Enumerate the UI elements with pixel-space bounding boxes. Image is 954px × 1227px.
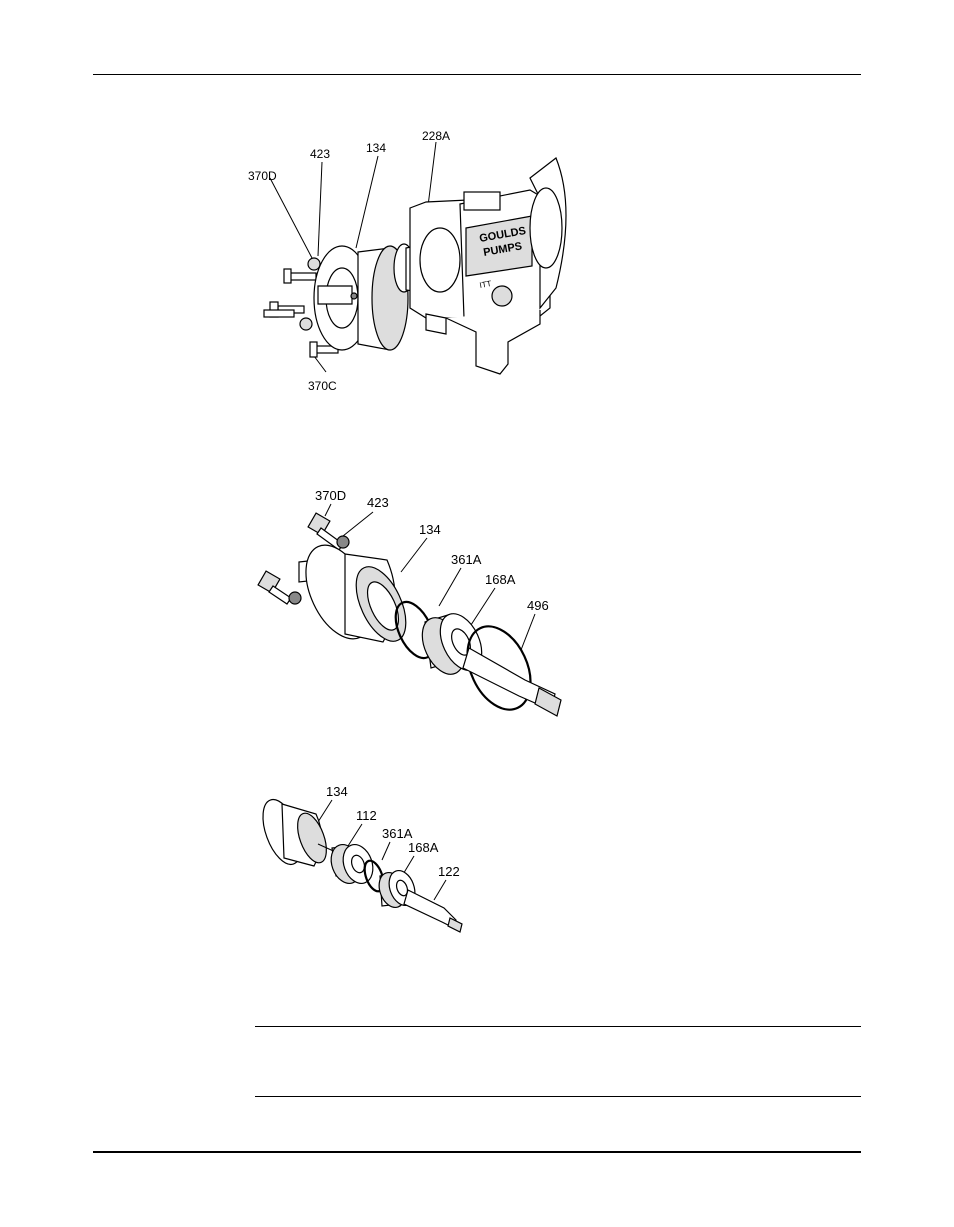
note-top-rule [255, 1026, 861, 1027]
figure-3-label-361A: 361A [382, 826, 413, 841]
figure-3-shaft-122 [404, 890, 462, 932]
figure-2-label-370D: 370D [315, 488, 346, 503]
figure-1-label-423: 423 [310, 147, 330, 161]
figure-2-label-168A: 168A [485, 572, 516, 587]
header-rule [93, 74, 861, 75]
figure-2-label-361A: 361A [451, 552, 482, 567]
figure-3-exploded-view: 134 112 361A 168A 122 [258, 780, 478, 940]
figure-1-label-134: 134 [366, 141, 386, 155]
figure-1-exploded-view: 370D 423 134 228A 370C GOULDS PUMPS IT [240, 118, 600, 403]
figure-2-label-496: 496 [527, 598, 549, 613]
figure-3-label-112: 112 [356, 808, 377, 823]
figure-1-label-370C: 370C [308, 379, 337, 393]
figure-1-bearing-frame-228A: GOULDS PUMPS ITT [410, 158, 566, 374]
figure-3-adapter-134 [258, 795, 332, 870]
note-bottom-rule [255, 1096, 861, 1097]
figure-2-label-423: 423 [367, 495, 389, 510]
figure-2-exploded-view: 370D 423 134 361A 168A 496 [255, 482, 575, 722]
figure-3-label-168A: 168A [408, 840, 439, 855]
figure-2-label-134: 134 [419, 522, 441, 537]
figure-2-shaft [463, 648, 561, 716]
figure-3-label-134: 134 [326, 784, 348, 799]
figure-3-label-122: 122 [438, 864, 460, 879]
figure-1-label-228A: 228A [422, 129, 450, 143]
figure-1-label-370D: 370D [248, 169, 277, 183]
footer-rule [93, 1151, 861, 1153]
figure-3-bearing-112 [318, 840, 378, 887]
